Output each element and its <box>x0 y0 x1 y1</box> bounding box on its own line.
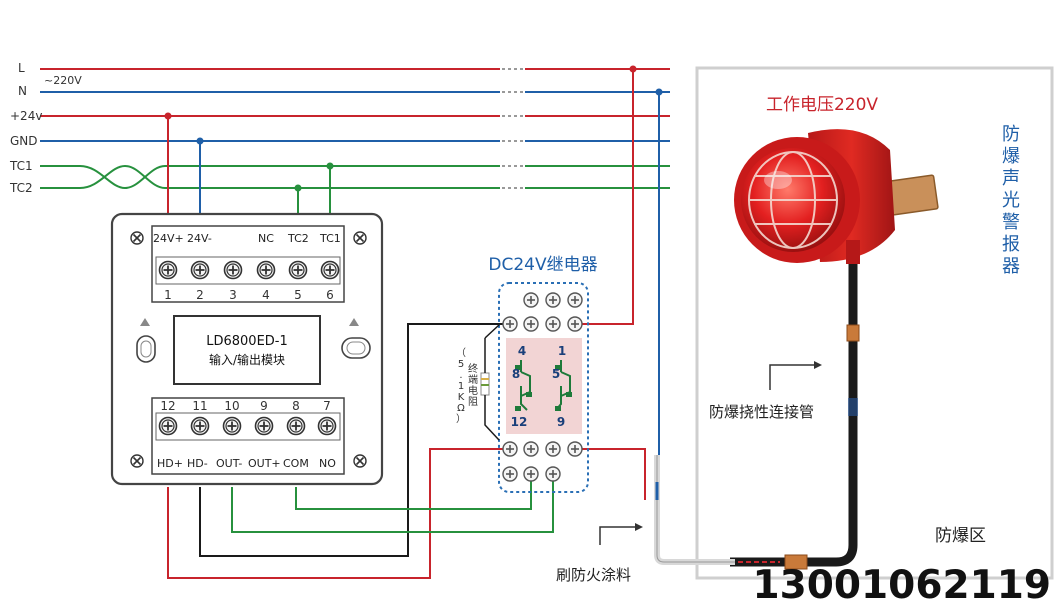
relay-screw-icon <box>502 316 518 332</box>
io-module <box>110 212 384 486</box>
relay-screw-icon <box>567 292 583 308</box>
resistor-label: 终端电阻 <box>468 362 478 408</box>
bus-voltage-label: ~220V <box>44 74 82 87</box>
terminal-number: 3 <box>229 288 237 302</box>
corner-screw-icon <box>130 454 144 468</box>
terminal-number: 10 <box>224 399 239 413</box>
bus-label-24v: +24v <box>10 109 42 123</box>
terminal-number: 5 <box>294 288 302 302</box>
flexible-conduit <box>730 240 858 567</box>
module-label-nc: NC <box>258 232 274 245</box>
terminal-number: 4 <box>262 288 270 302</box>
coating-label: 刷防火涂料 <box>556 566 631 584</box>
relay-pin: 9 <box>557 415 565 429</box>
bus-lines <box>40 68 670 190</box>
relay-screw-icon <box>502 466 518 482</box>
terminal-number: 8 <box>292 399 300 413</box>
bus-label-l: L <box>18 61 25 75</box>
bus-label-tc1: TC1 <box>9 159 33 173</box>
module-subtitle: 输入/输出模块 <box>209 352 285 367</box>
relay-pin: 5 <box>552 367 560 381</box>
alarm-voltage-label: 工作电压220V <box>766 95 878 115</box>
terminal-screw-icon <box>222 416 242 436</box>
relay-pin: 4 <box>518 344 526 358</box>
relay-screw-icon <box>523 316 539 332</box>
module-label-no: NO <box>319 457 336 470</box>
terminal-number: 1 <box>164 288 172 302</box>
conduit-label: 防爆挠性连接管 <box>709 403 814 421</box>
corner-screw-icon <box>130 231 144 245</box>
terminal-screw-icon <box>190 260 210 280</box>
terminal-number: 9 <box>260 399 268 413</box>
relay-screw-icon <box>567 316 583 332</box>
corner-screw-icon <box>353 231 367 245</box>
bus-label-n: N <box>18 84 27 98</box>
relay-screw-icon <box>523 441 539 457</box>
relay-screw-icon <box>567 441 583 457</box>
module-label-out-minus: OUT- <box>216 457 242 470</box>
alarm-device <box>734 129 939 264</box>
relay-screw-icon <box>545 441 561 457</box>
relay-pin: 8 <box>512 367 520 381</box>
relay-screw-icon <box>545 292 561 308</box>
terminal-screw-icon <box>317 416 337 436</box>
relay-screw-icon <box>523 292 539 308</box>
terminal-screw-icon <box>190 416 210 436</box>
module-label-hd-plus: HD+ <box>157 457 183 470</box>
module-model: LD6800ED-1 <box>206 334 288 349</box>
bus-label-tc2: TC2 <box>9 181 33 195</box>
relay-screw-icon <box>545 466 561 482</box>
junction-dots <box>164 65 663 192</box>
module-label-com: COM <box>283 457 309 470</box>
terminal-screw-icon <box>320 260 340 280</box>
terminal-screw-icon <box>256 260 276 280</box>
terminal-number: 7 <box>323 399 331 413</box>
terminal-screw-icon <box>223 260 243 280</box>
alarm-device-label-text: 防爆声光警报器 <box>1002 124 1020 277</box>
relay <box>480 282 589 493</box>
terminal-screw-icon <box>254 416 274 436</box>
relay-screw-icon <box>502 441 518 457</box>
relay-screw-icon <box>523 466 539 482</box>
terminal-number: 6 <box>326 288 334 302</box>
module-label-tc1: TC1 <box>319 232 341 245</box>
bus-label-gnd: GND <box>10 134 38 148</box>
module-label-24v-plus: 24V+ <box>153 232 184 245</box>
terminal-number: 2 <box>196 288 204 302</box>
relay-screw-icon <box>545 316 561 332</box>
terminal-screw-icon <box>158 260 178 280</box>
terminal-number: 11 <box>192 399 207 413</box>
corner-screw-icon <box>353 454 367 468</box>
alarm-device-label: 防爆声光警报器 <box>1002 124 1020 277</box>
terminal-screw-icon <box>158 416 178 436</box>
explosion-zone-frame <box>695 66 1054 580</box>
module-label-tc2: TC2 <box>287 232 309 245</box>
relay-pin: 12 <box>511 415 528 429</box>
terminal-screw-icon <box>286 416 306 436</box>
module-label-hd-minus: HD- <box>187 457 208 470</box>
zone-label: 防爆区 <box>935 526 986 546</box>
relay-title: DC24V继电器 <box>488 255 597 275</box>
phone-number: 13001062119 <box>753 563 1052 608</box>
relay-pin: 1 <box>558 344 566 358</box>
module-label-out-plus: OUT+ <box>248 457 281 470</box>
terminal-number: 12 <box>160 399 175 413</box>
terminal-screw-icon <box>288 260 308 280</box>
module-label-24v-minus: 24V- <box>187 232 212 245</box>
